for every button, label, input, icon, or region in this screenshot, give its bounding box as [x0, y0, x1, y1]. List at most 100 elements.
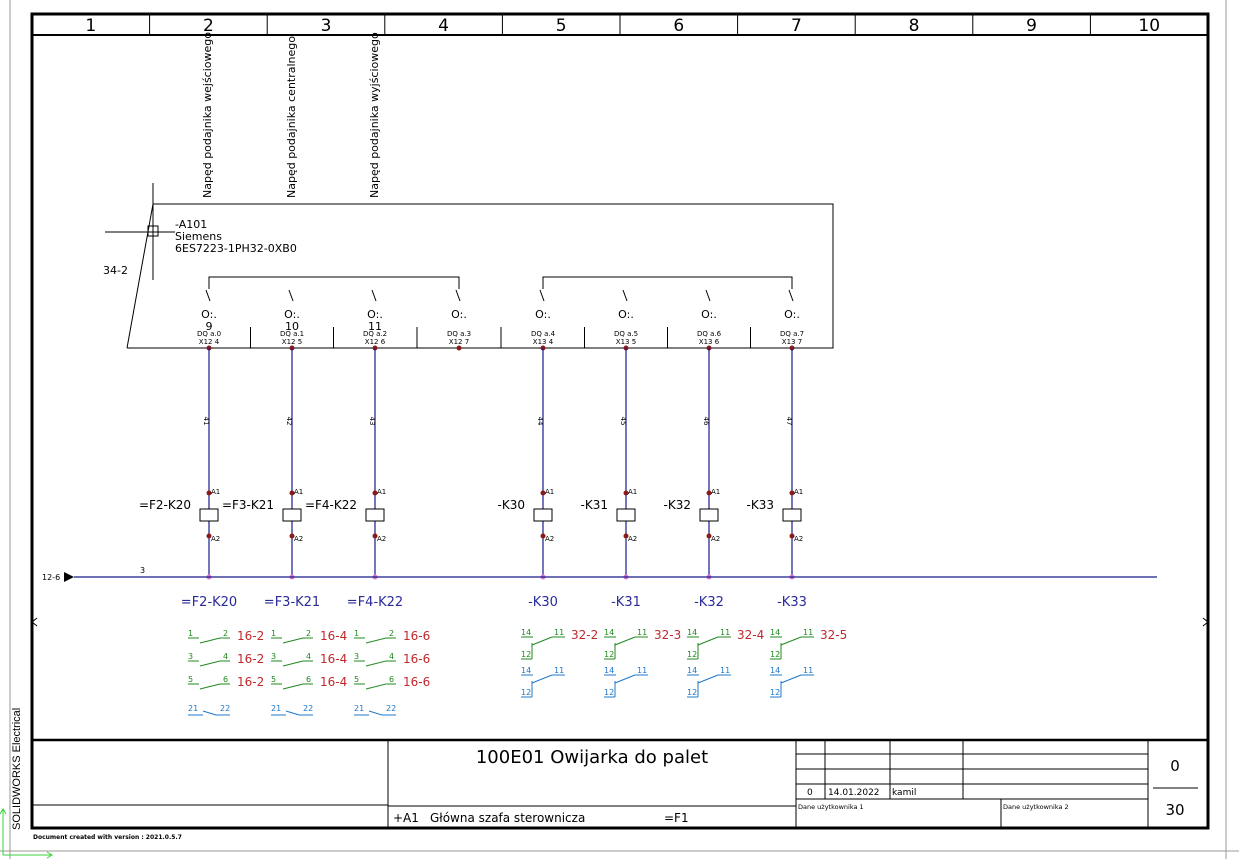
wire-number: 44	[536, 417, 544, 426]
contact-cross-reference: 16-4	[320, 652, 347, 666]
com-terminal: 11	[803, 628, 813, 637]
nc-terminal: 12	[687, 688, 697, 697]
function-text-1: Napęd podajnika wejściowego	[201, 32, 214, 198]
output-terminal: X12 7	[449, 338, 469, 346]
coil-tag: -K33	[747, 498, 774, 512]
origin-marker-icon	[0, 808, 53, 859]
common-bar-2	[542, 276, 793, 289]
output-symbol: O:.	[284, 308, 300, 321]
changeover-contact-icon	[531, 674, 553, 684]
column-number: 4	[438, 16, 449, 36]
plc-part-number: 6ES7223-1PH32-0XB0	[175, 242, 297, 255]
relay-tag: -K30	[528, 595, 558, 610]
aux-terminal-b: 22	[220, 704, 230, 713]
wire[interactable]: 41	[202, 348, 210, 577]
nc-terminal: 12	[770, 650, 780, 659]
a2-label: A2	[545, 535, 554, 543]
wire[interactable]: 42	[285, 348, 293, 577]
function-code: =F1	[664, 811, 689, 825]
coil-icon	[199, 508, 219, 522]
coil-tag: -K30	[498, 498, 525, 512]
supply-bus[interactable]: 12-6 3	[42, 566, 1157, 582]
coil-tag: -K32	[664, 498, 691, 512]
output-terminal: X13 4	[533, 338, 554, 346]
wire[interactable]: 44	[536, 348, 544, 577]
output-channel: DQ a.2	[363, 330, 387, 338]
no-contact-icon	[365, 637, 387, 644]
plc-module[interactable]: -A101 Siemens 6ES7223-1PH32-0XB0 34-2 O:…	[103, 183, 834, 351]
wire[interactable]: 45	[619, 348, 627, 577]
bus-cross-reference[interactable]: 12-6	[42, 573, 60, 582]
column-number: 1	[85, 16, 96, 36]
contactor-tag: =F2-K20	[181, 595, 237, 610]
no-contact-icon	[282, 660, 304, 667]
coil-icon	[365, 508, 385, 522]
contactor-tag: =F3-K21	[264, 595, 320, 610]
contact-terminal-b: 2	[306, 629, 311, 638]
a2-label: A2	[628, 535, 637, 543]
plc-cross-reference[interactable]: 34-2	[103, 264, 128, 277]
contact-terminal-b: 4	[389, 652, 394, 661]
a1-terminal-dot	[206, 490, 212, 496]
contact-cross-reference: 16-6	[403, 652, 430, 666]
wire[interactable]: 43	[368, 348, 376, 577]
output-symbol: O:.	[618, 308, 634, 321]
contact-cross-reference: 16-2	[237, 629, 264, 643]
wire[interactable]: 46	[702, 348, 710, 577]
coil-tag: =F2-K20	[139, 498, 191, 512]
column-number: 10	[1138, 16, 1160, 36]
contact-cross-reference: 16-6	[403, 675, 430, 689]
relay-tag: -K31	[611, 595, 641, 610]
nc-terminal: 12	[687, 650, 697, 659]
contact-cross-reference: 32-3	[654, 628, 681, 642]
wire[interactable]: 47	[785, 348, 793, 577]
output-contact-icon	[205, 289, 211, 302]
coil-icon	[533, 508, 553, 522]
coil-icon	[282, 508, 302, 522]
contact-terminal-b: 4	[223, 652, 228, 661]
